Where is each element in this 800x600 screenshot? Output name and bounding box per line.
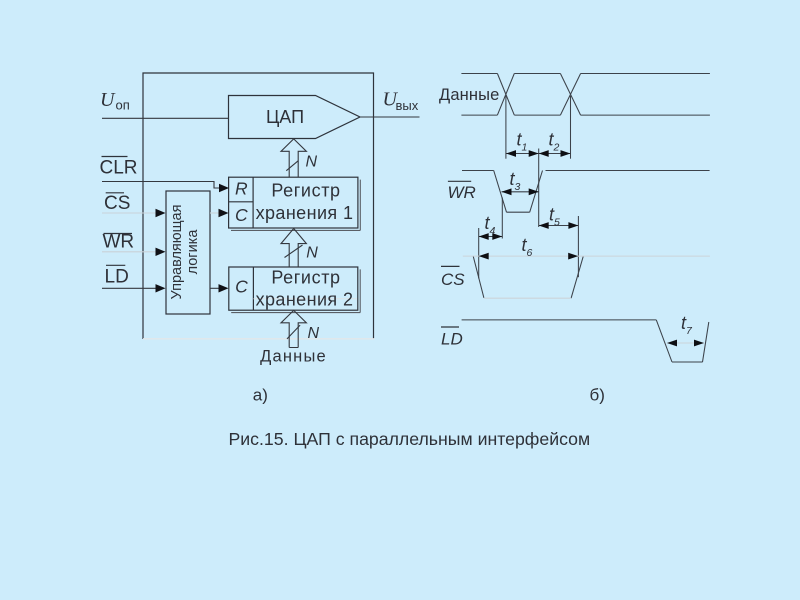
svg-text:WR: WR bbox=[103, 231, 135, 252]
svg-text:t2: t2 bbox=[549, 130, 560, 154]
svg-text:CS: CS bbox=[104, 193, 130, 214]
svg-text:t1: t1 bbox=[517, 130, 528, 154]
svg-text:б): б) bbox=[590, 386, 605, 405]
svg-text:LD: LD bbox=[441, 329, 463, 348]
svg-text:t7: t7 bbox=[681, 313, 693, 337]
svg-text:CLR: CLR bbox=[100, 158, 138, 179]
svg-text:Управляющая: Управляющая bbox=[169, 205, 185, 300]
svg-text:Рис.15. ЦАП с параллельным инт: Рис.15. ЦАП с параллельным интерфейсом bbox=[229, 429, 591, 449]
svg-text:логика: логика bbox=[185, 229, 201, 275]
svg-text:R: R bbox=[235, 178, 248, 198]
svg-text:U: U bbox=[100, 89, 116, 111]
svg-text:C: C bbox=[235, 276, 248, 296]
svg-text:t3: t3 bbox=[510, 169, 521, 193]
svg-text:t5: t5 bbox=[549, 205, 560, 229]
svg-text:вых: вых bbox=[396, 98, 419, 113]
svg-text:хранения 1: хранения 1 bbox=[256, 203, 354, 223]
svg-text:N: N bbox=[306, 244, 318, 261]
svg-text:U: U bbox=[383, 89, 399, 111]
svg-text:C: C bbox=[235, 205, 248, 225]
svg-text:N: N bbox=[306, 154, 318, 171]
svg-text:оп: оп bbox=[116, 98, 130, 113]
svg-text:t6: t6 bbox=[522, 235, 533, 259]
svg-text:Регистр: Регистр bbox=[271, 181, 340, 201]
svg-text:WR: WR bbox=[448, 183, 476, 202]
svg-text:Данные: Данные bbox=[439, 86, 500, 104]
svg-text:Данные: Данные bbox=[260, 348, 327, 366]
svg-text:а): а) bbox=[253, 386, 268, 405]
svg-text:LD: LD bbox=[105, 266, 129, 287]
svg-text:t4: t4 bbox=[485, 213, 496, 237]
svg-text:хранения 2: хранения 2 bbox=[256, 289, 354, 309]
svg-text:N: N bbox=[308, 325, 320, 342]
svg-text:CS: CS bbox=[441, 270, 465, 289]
svg-text:Регистр: Регистр bbox=[271, 267, 340, 287]
svg-text:ЦАП: ЦАП bbox=[266, 107, 304, 127]
